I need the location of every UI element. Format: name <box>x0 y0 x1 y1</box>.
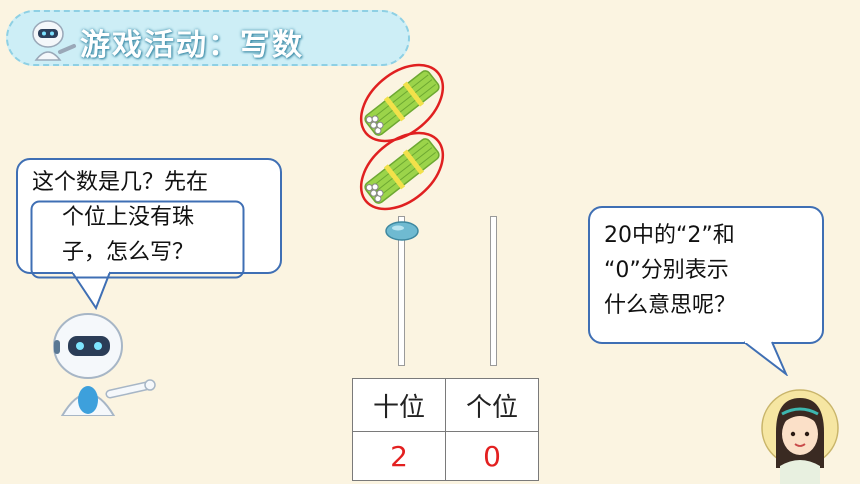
bubble-line: 这个数是几？先在 <box>32 170 209 195</box>
speech-tail-icon <box>71 270 111 310</box>
title-banner: 游戏活动：写数 <box>6 10 410 66</box>
ones-header: 个位 <box>445 378 539 432</box>
stick-bundle-icon <box>359 131 445 211</box>
tens-rod <box>398 216 405 366</box>
bubble-line: 什么意思呢？ <box>604 293 737 318</box>
speech-tail-icon <box>743 340 788 376</box>
bubble-line: 20中的“2”和 <box>604 223 735 248</box>
ones-digit: 0 <box>445 431 539 481</box>
ones-rod <box>490 216 497 366</box>
bubble-line: “0”分别表示 <box>604 258 729 283</box>
robot-character-icon <box>53 313 156 416</box>
bubble-line: 个位上没有珠 <box>62 205 195 230</box>
abacus-bead-icon <box>385 221 419 241</box>
page-title: 游戏活动：写数 <box>80 28 304 63</box>
robot-mascot-icon <box>32 20 76 61</box>
girl-speech-bubble: 20中的“2”和 “0”分别表示 什么意思呢？ <box>588 206 824 344</box>
tens-digit: 2 <box>352 431 446 481</box>
stick-bundle-icon <box>359 63 445 143</box>
robot-speech-bubble: 这个数是几？先在 个位上没有珠 子，怎么写？ <box>16 158 282 274</box>
place-value-table: 十位 个位 2 0 <box>352 378 539 481</box>
inner-bracket-icon <box>30 200 245 279</box>
girl-character-icon <box>761 389 839 484</box>
tens-header: 十位 <box>352 378 446 432</box>
bubble-line: 子，怎么写？ <box>62 240 195 265</box>
